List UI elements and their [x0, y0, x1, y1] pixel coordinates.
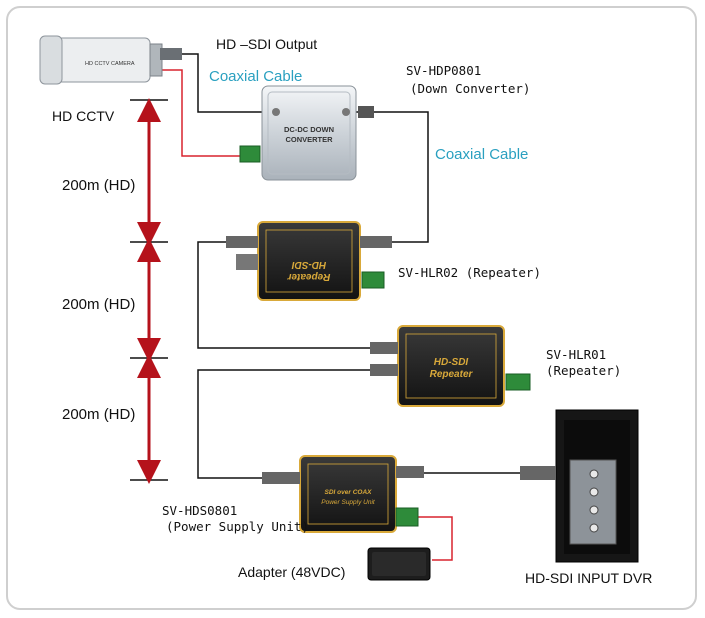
hlr01-bnc-out	[370, 364, 398, 376]
cable-hlr01-to-psu	[197, 369, 370, 479]
adapter-label: Adapter (48VDC)	[238, 564, 346, 580]
coaxial-cable-label-top: Coaxial Cable	[209, 68, 303, 85]
dvr-bnc-in	[520, 466, 556, 480]
coaxial-cable-label-right: Coaxial Cable	[435, 146, 529, 163]
hlr01-model-label: SV-HLR01	[546, 347, 607, 362]
psu-power-terminal	[395, 507, 419, 527]
hds0801-model-label: SV-HDS0801	[162, 503, 238, 518]
hd-cctv-camera: HD CCTV CAMERA	[39, 35, 182, 85]
hlr02-text-2: Repeater	[287, 271, 331, 282]
hlr02-repeater-device: HD-SDI Repeater	[226, 221, 392, 301]
psu-text-2: Power Supply Unit	[321, 499, 376, 506]
hlr02-bnc-2	[236, 254, 258, 270]
hlr01-power-terminal	[505, 373, 531, 391]
hdp0801-model-label: SV-HDP0801	[406, 63, 482, 78]
cable-camera-to-converter	[182, 53, 262, 113]
dvr-label: HD-SDI INPUT DVR	[525, 570, 653, 586]
hlr01-desc-label: (Repeater)	[546, 363, 622, 378]
distance-label-3: 200m (HD)	[62, 406, 136, 423]
hlr01-text-1: HD-SDI	[434, 357, 469, 368]
hlr02-bnc-in	[226, 236, 258, 248]
hd-cctv-label: HD CCTV	[52, 108, 115, 124]
hlr02-text-1: HD-SDI	[292, 259, 327, 270]
power-adapter	[367, 547, 431, 581]
cable-hlr02-to-hlr01	[197, 241, 370, 349]
hlr01-repeater-device: HD-SDI Repeater	[370, 325, 531, 407]
psu-device: SDI over COAX Power Supply Unit	[262, 455, 424, 533]
hd-sdi-output-label: HD –SDI Output	[216, 36, 318, 52]
hdp0801-desc-label: (Down Converter)	[410, 81, 531, 96]
coaxial-cables	[182, 53, 520, 479]
hlr02-power-terminal	[361, 271, 385, 289]
psu-text-1: SDI over COAX	[325, 489, 373, 496]
distance-label-2: 200m (HD)	[62, 296, 136, 313]
converter-text-2: CONVERTER	[285, 135, 333, 144]
power-wire-adapter	[418, 516, 453, 561]
hlr01-bnc-in	[370, 342, 398, 354]
down-converter-device: DC-DC DOWN CONVERTER	[239, 85, 374, 181]
converter-text-1: DC-DC DOWN	[284, 125, 334, 134]
hlr02-bnc-out	[360, 236, 392, 248]
power-wire-camera	[158, 69, 240, 157]
converter-power-terminal	[239, 145, 261, 163]
camera-badge: HD CCTV CAMERA	[85, 61, 135, 67]
dvr-device	[520, 409, 639, 563]
hds0801-desc-label: (Power Supply Unit)	[166, 519, 309, 534]
power-wires	[158, 69, 453, 561]
psu-bnc-out	[396, 466, 424, 478]
distance-label-1: 200m (HD)	[62, 177, 136, 194]
diagram-frame	[6, 6, 697, 610]
hlr02-label: SV-HLR02 (Repeater)	[398, 265, 541, 280]
hlr01-text-2: Repeater	[430, 369, 474, 380]
converter-bnc-out	[358, 106, 374, 118]
cable-converter-to-hlr02	[355, 111, 429, 243]
psu-bnc-in	[262, 472, 300, 484]
